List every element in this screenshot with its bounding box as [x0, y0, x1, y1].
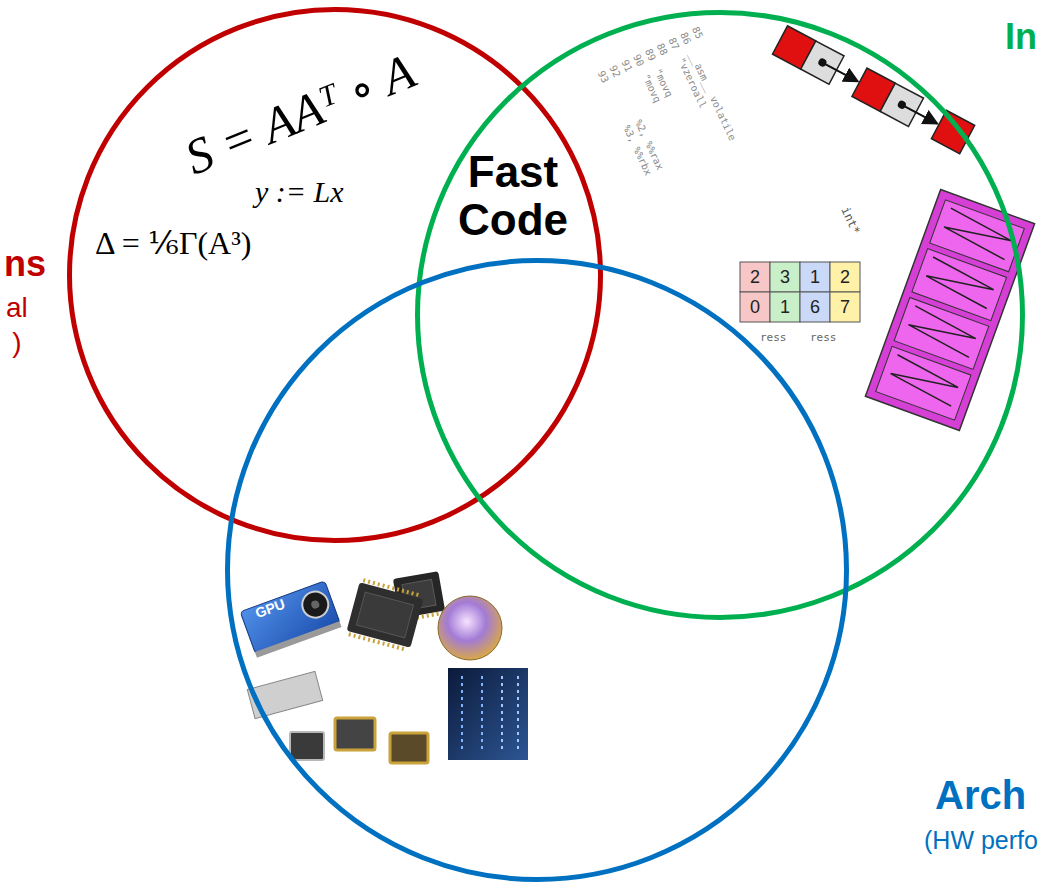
- circle-heading: In: [1005, 16, 1037, 57]
- circle-subtitle: al ): [6, 290, 28, 360]
- cpu-chip: [346, 579, 424, 650]
- small-chips: [290, 718, 428, 763]
- grid-cell-number: 2: [830, 262, 860, 292]
- formula: S = AAᵀ ∘ A: [177, 43, 423, 187]
- index-grid: [740, 262, 860, 322]
- server-room: [448, 668, 528, 760]
- grid-cell-number: 6: [800, 292, 830, 322]
- linked-list: [772, 26, 974, 154]
- formula: Δ = ⅙Γ(A³): [95, 225, 251, 262]
- formula: y := Lx: [255, 175, 344, 210]
- grid-cell-number: 7: [830, 292, 860, 322]
- code-snippet: 858687888990919293__asm__ volatile"vzero…: [699, 25, 700, 26]
- gpu-card: [240, 581, 341, 658]
- circle-heading: ns: [4, 243, 46, 284]
- grid-cell-number: 1: [770, 292, 800, 322]
- circle-heading: Arch: [935, 772, 1026, 818]
- grid-cell-number: 2: [740, 262, 770, 292]
- silicon-wafer: [438, 596, 502, 660]
- code-text: ress: [760, 332, 787, 345]
- grid-cell-number: 1: [800, 262, 830, 292]
- grid-cell-number: 3: [770, 262, 800, 292]
- laptop-board: [247, 671, 322, 718]
- circle-subtitle: (HW perfo: [924, 826, 1038, 855]
- circle-outline: [225, 258, 849, 882]
- architecture-circle: Arch(HW perfo: [225, 258, 849, 882]
- code-text: int*: [837, 205, 862, 237]
- center-label: Fast Code: [458, 148, 568, 245]
- code-text: ress: [810, 332, 837, 345]
- grid-cell-number: 0: [740, 292, 770, 322]
